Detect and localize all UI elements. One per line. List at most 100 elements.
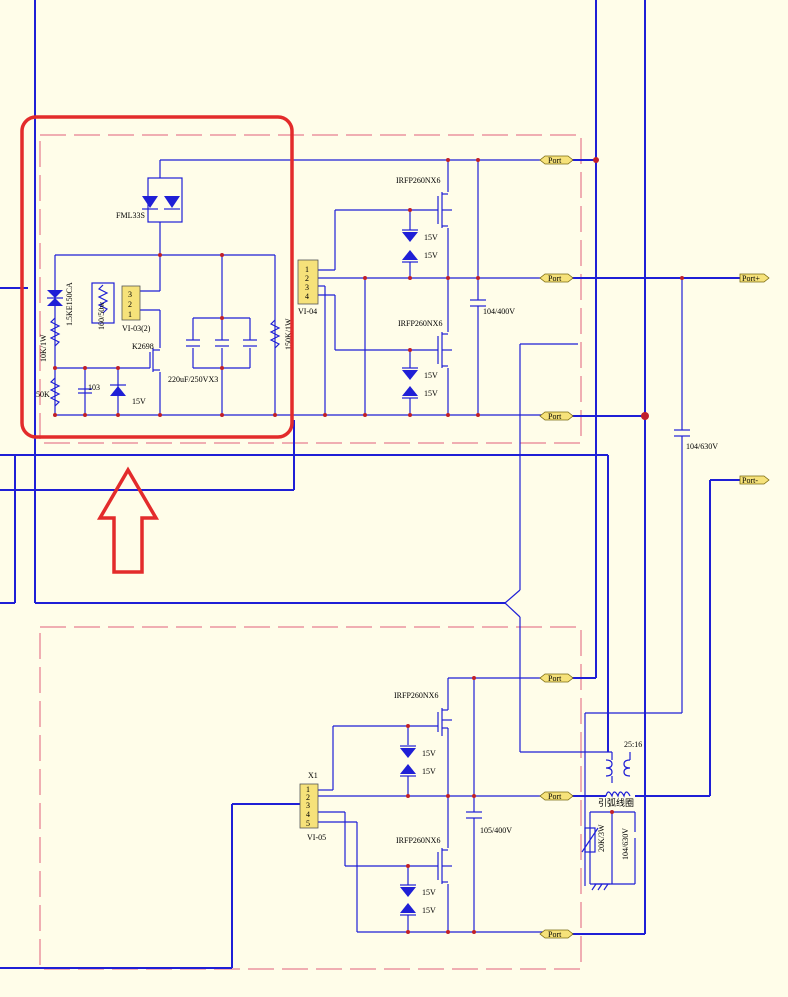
capacitor-104-630v bbox=[674, 429, 690, 437]
mosfet-bottom-2 bbox=[437, 848, 452, 884]
zener-pair-bottom-2 bbox=[400, 884, 416, 916]
vi04-pin-3: 3 bbox=[305, 283, 309, 292]
resistor-150k-symbol bbox=[269, 319, 281, 349]
label-x1: X1 bbox=[308, 771, 318, 780]
label-vi05: VI-05 bbox=[307, 833, 326, 842]
igniter-coil bbox=[605, 791, 631, 798]
zener-pair-top-1 bbox=[402, 229, 418, 263]
highlight-box bbox=[20, 115, 294, 439]
top-module-wires bbox=[54, 159, 548, 416]
diode-pair-fml33s bbox=[142, 177, 183, 223]
main-bus-wires bbox=[0, 0, 740, 969]
resistor-10k-symbol bbox=[49, 317, 61, 347]
capacitor-105-400v bbox=[466, 811, 482, 819]
port-top-2[interactable]: Port bbox=[539, 273, 574, 283]
label-zener-left: 15V bbox=[132, 397, 146, 406]
port-plus-label: Port+ bbox=[742, 274, 760, 283]
port-label: Port bbox=[548, 674, 562, 683]
capacitor-104-400v bbox=[470, 299, 486, 307]
vi04-pin-4: 4 bbox=[305, 292, 309, 301]
vi05-pin-3: 3 bbox=[306, 801, 310, 810]
crossover-wires bbox=[504, 278, 683, 886]
resistor-50k-symbol bbox=[49, 377, 61, 407]
zener-pair-bottom-1 bbox=[400, 745, 416, 777]
port-label: Port bbox=[548, 412, 562, 421]
label-fml33s: FML33S bbox=[116, 211, 145, 220]
vi03-pin-2: 2 bbox=[128, 300, 132, 309]
port-plus[interactable]: Port+ bbox=[739, 273, 770, 283]
port-bottom-1[interactable]: Port bbox=[539, 673, 574, 683]
port-label: Port bbox=[548, 930, 562, 939]
label-103: 103 bbox=[88, 383, 100, 392]
label-mosfet-top-1: IRFP260NX6 bbox=[396, 176, 440, 185]
vi03-pin-1: 1 bbox=[128, 310, 132, 319]
label-coil: 引弧线圈 bbox=[598, 797, 634, 808]
label-vi04: VI-04 bbox=[298, 307, 317, 316]
label-220uf: 220uF/250VX3 bbox=[168, 375, 218, 384]
port-label: Port bbox=[548, 792, 562, 801]
label-104-400v: 104/400V bbox=[483, 307, 515, 316]
connector-vi03: 3 2 1 bbox=[121, 285, 141, 321]
connector-vi04: 1 2 3 4 bbox=[297, 259, 319, 305]
port-top-3[interactable]: Port bbox=[539, 411, 574, 421]
port-bottom-3[interactable]: Port bbox=[539, 929, 574, 939]
label-zener-b2a: 15V bbox=[422, 888, 436, 897]
mosfet-top-1 bbox=[437, 192, 452, 228]
module-outline-top bbox=[39, 134, 582, 444]
label-zener-t1a: 15V bbox=[424, 233, 438, 242]
mosfet-k2698 bbox=[149, 348, 160, 372]
label-10k: 10K/1W bbox=[39, 334, 48, 362]
port-label: Port bbox=[548, 274, 562, 283]
vi04-pin-1: 1 bbox=[305, 265, 309, 274]
mosfet-top-2 bbox=[437, 332, 452, 368]
label-20k: 20K/3W bbox=[597, 824, 606, 852]
vi05-pin-1: 1 bbox=[306, 785, 310, 794]
label-zener-b1a: 15V bbox=[422, 749, 436, 758]
electrolytic-caps bbox=[186, 339, 257, 347]
port-label: Port bbox=[548, 156, 562, 165]
label-50k: 50K bbox=[36, 390, 50, 399]
vi05-pin-5: 5 bbox=[306, 819, 310, 828]
vi03-pin-3: 3 bbox=[128, 290, 132, 299]
connector-vi05: 1 2 3 4 5 bbox=[299, 783, 319, 829]
label-25-16: 25:16 bbox=[624, 740, 642, 749]
resistor-160-symbol bbox=[97, 284, 109, 314]
label-tvs: 1.5KE150CA bbox=[65, 282, 74, 326]
label-105-400v: 105/400V bbox=[480, 826, 512, 835]
highlight-arrow-icon bbox=[96, 466, 160, 574]
vi05-pin-2: 2 bbox=[306, 793, 310, 802]
transformer-25-16 bbox=[605, 752, 631, 777]
capacitor-103 bbox=[78, 388, 92, 394]
junction-dots bbox=[53, 157, 684, 934]
label-mosfet-bottom-1: IRFP260NX6 bbox=[394, 691, 438, 700]
label-k2698: K2698 bbox=[132, 342, 154, 351]
resistor-20k-3w bbox=[581, 827, 599, 853]
label-104-630v-b: 104/630V bbox=[621, 828, 630, 860]
label-150k: 150K/1W bbox=[284, 318, 293, 350]
port-top-1[interactable]: Port bbox=[539, 155, 574, 165]
bottom-module-wires bbox=[318, 677, 636, 933]
label-zener-b1b: 15V bbox=[422, 767, 436, 776]
port-minus-label: Port- bbox=[742, 476, 758, 485]
label-zener-b2b: 15V bbox=[422, 906, 436, 915]
zener-15v-left bbox=[110, 384, 126, 396]
ground-symbol bbox=[591, 883, 610, 891]
mosfet-bottom-1 bbox=[437, 708, 452, 736]
port-bottom-2[interactable]: Port bbox=[539, 791, 574, 801]
label-zener-t1b: 15V bbox=[424, 251, 438, 260]
zener-pair-top-2 bbox=[402, 367, 418, 399]
vi05-pin-4: 4 bbox=[306, 810, 310, 819]
label-104-630v: 104/630V bbox=[686, 442, 718, 451]
label-mosfet-bottom-2: IRFP260NX6 bbox=[396, 836, 440, 845]
vi04-pin-2: 2 bbox=[305, 274, 309, 283]
port-minus[interactable]: Port- bbox=[739, 475, 770, 485]
label-zener-t2a: 15V bbox=[424, 371, 438, 380]
label-vi03: VI-03(2) bbox=[122, 324, 151, 333]
tvs-diode bbox=[47, 290, 63, 306]
label-mosfet-top-2: IRFP260NX6 bbox=[398, 319, 442, 328]
resistor-160-frame bbox=[91, 282, 115, 324]
label-160: 160/50w bbox=[97, 302, 106, 330]
label-zener-t2b: 15V bbox=[424, 389, 438, 398]
